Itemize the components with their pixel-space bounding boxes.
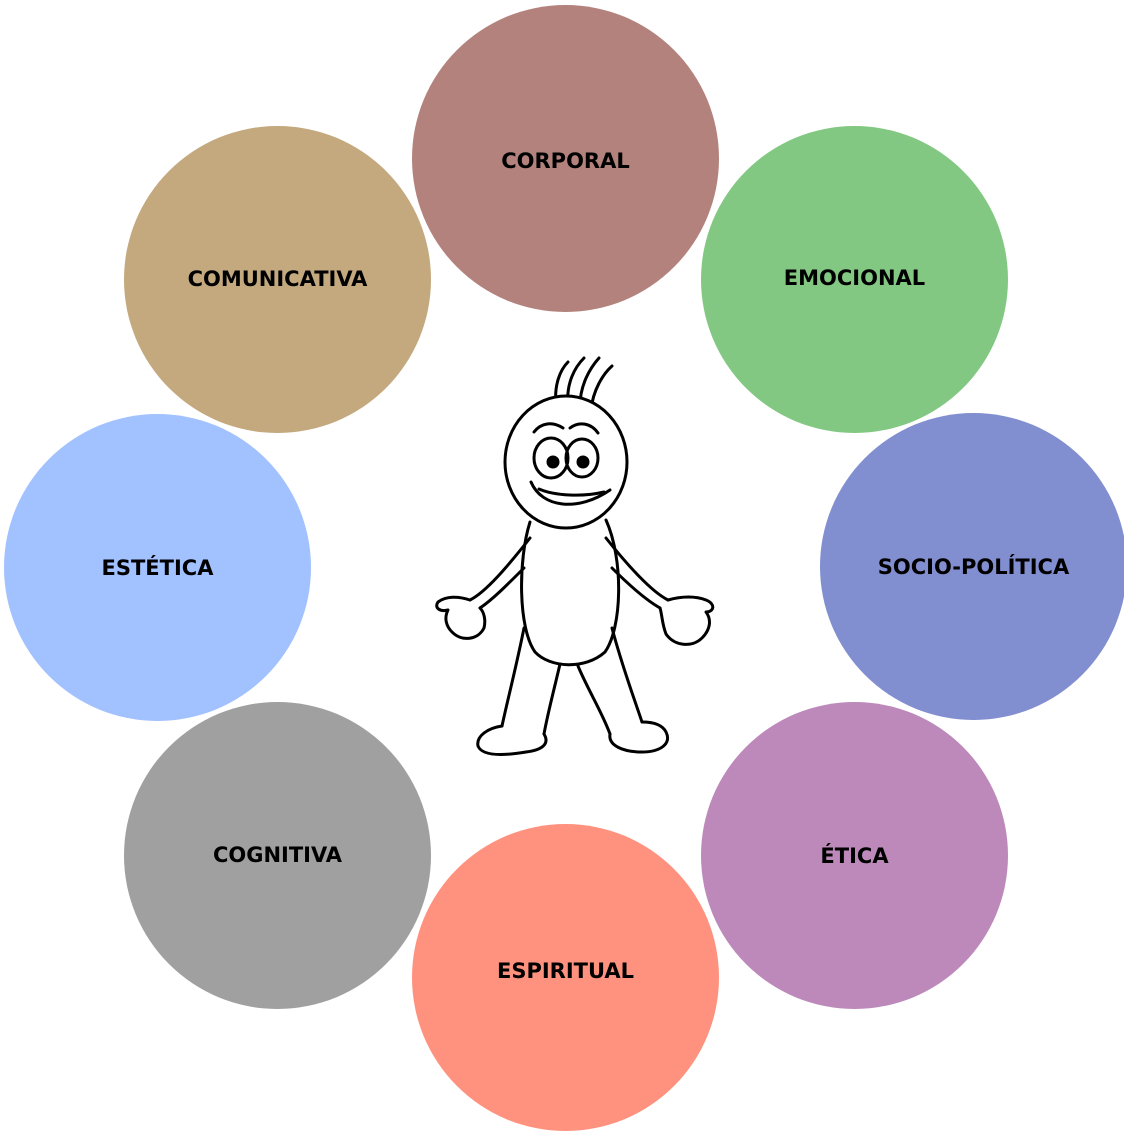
- left-hand: [435, 595, 487, 640]
- dimension-label-espiritual: ESPIRITUAL: [496, 958, 635, 983]
- left-leg-outer: [500, 626, 526, 728]
- right-leg-outer: [610, 626, 644, 724]
- right-arm: [604, 536, 670, 602]
- right-eye: [564, 437, 600, 479]
- left-foot: [476, 724, 548, 756]
- dimension-circle-estetica: ESTÉTICA: [4, 414, 311, 721]
- dimension-circle-comunicativa: COMUNICATIVA: [124, 126, 431, 433]
- left-arm-inner: [478, 566, 526, 610]
- dimension-label-cognitiva: COGNITIVA: [212, 842, 343, 867]
- mouth: [529, 480, 612, 506]
- mouth-inner: [537, 487, 606, 497]
- dimension-circle-corporal: CORPORAL: [412, 5, 719, 312]
- right-leg-inner: [576, 664, 612, 736]
- body: [520, 518, 621, 667]
- left-eyebrow: [532, 422, 565, 434]
- dimension-label-etica: ÉTICA: [820, 843, 889, 868]
- dimension-label-socio-politica: SOCIO-POLÍTICA: [877, 554, 1070, 579]
- dimension-label-emocional: EMOCIONAL: [783, 265, 926, 290]
- right-eyebrow: [568, 422, 600, 435]
- right-pupil: [576, 455, 590, 469]
- right-hand: [658, 595, 715, 646]
- dimension-circle-emocional: EMOCIONAL: [701, 126, 1008, 433]
- dimension-circle-espiritual: ESPIRITUAL: [412, 824, 719, 1131]
- dimension-circle-etica: ÉTICA: [701, 702, 1008, 1009]
- left-pupil: [546, 455, 560, 469]
- right-arm-inner: [610, 566, 662, 610]
- dimension-label-comunicativa: COMUNICATIVA: [187, 266, 368, 291]
- left-leg-inner: [542, 662, 562, 736]
- dimension-label-corporal: CORPORAL: [501, 148, 630, 173]
- smiling-cartoon-person-icon: [435, 356, 715, 756]
- dimension-circle-socio-politica: SOCIO-POLÍTICA: [820, 413, 1124, 720]
- right-foot: [608, 720, 669, 754]
- dimension-label-estetica: ESTÉTICA: [101, 555, 214, 580]
- dimension-circle-cognitiva: COGNITIVA: [124, 702, 431, 1009]
- left-eye: [532, 436, 570, 480]
- left-arm: [468, 536, 532, 602]
